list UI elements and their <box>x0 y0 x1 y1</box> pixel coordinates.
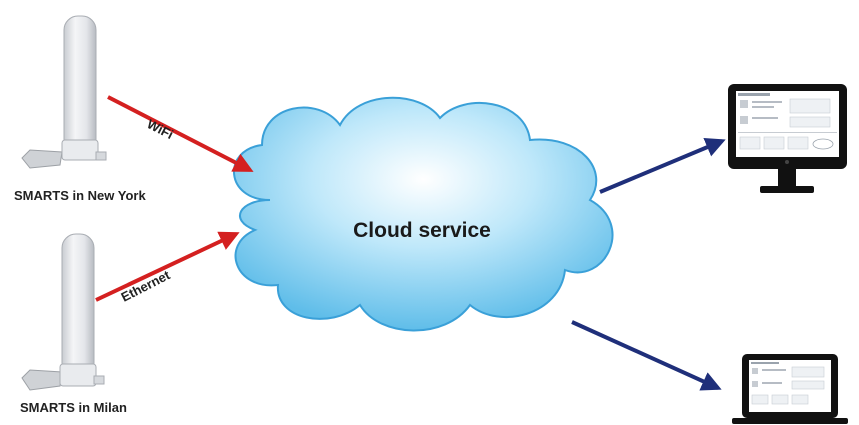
laptop-icon <box>732 354 848 424</box>
device-label-new-york: SMARTS in New York <box>14 188 146 203</box>
cloud-shape <box>233 96 614 332</box>
laptop-arrow <box>571 320 722 391</box>
connection-label-wifi: WiFi <box>145 116 176 142</box>
wifi-arrow <box>107 95 254 172</box>
smarts-device-new-york <box>21 15 107 169</box>
smarts-device-milan <box>21 233 105 391</box>
desktop-arrow <box>599 137 726 194</box>
cloud-service-label: Cloud service <box>353 219 491 242</box>
desktop-monitor-icon <box>728 84 847 193</box>
device-label-milan: SMARTS in Milan <box>20 400 127 415</box>
ethernet-arrow <box>95 231 240 302</box>
